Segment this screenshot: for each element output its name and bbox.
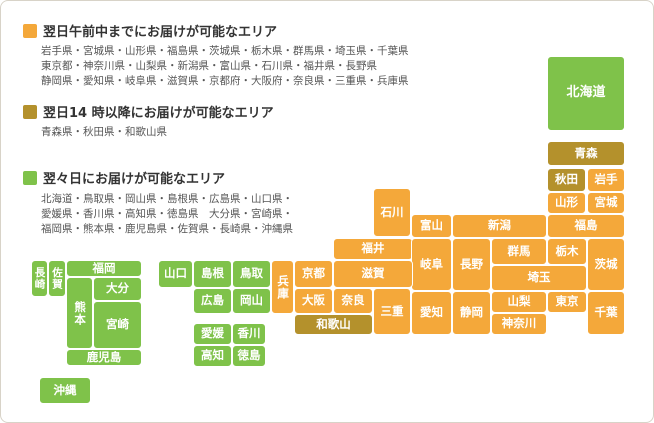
pref-tottori: 鳥取 — [232, 260, 271, 288]
legend-two-days-list: 北海道・鳥取県・岡山県・島根県・広島県・山口県・ 愛媛県・香川県・高知県・徳島県… — [41, 192, 293, 237]
pref-nagasaki: 長崎 — [31, 260, 48, 297]
pref-saitama: 埼玉 — [491, 265, 587, 291]
pref-hyogo: 兵庫 — [271, 260, 294, 314]
pref-kyoto: 京都 — [294, 260, 333, 288]
pref-yamaguchi: 山口 — [158, 260, 193, 288]
legend-next-morning-title: 翌日午前中までにお届けが可能なエリア — [43, 25, 278, 40]
pref-nara: 奈良 — [333, 288, 373, 314]
pref-shiga: 滋賀 — [333, 260, 413, 288]
legend-two-days: 翌々日にお届けが可能なエリア — [23, 168, 225, 187]
pref-aichi: 愛知 — [411, 291, 452, 335]
legend-next-morning-list: 岩手県・宮城県・山形県・福島県・茨城県・栃木県・群馬県・埼玉県・千葉県 東京都・… — [41, 44, 409, 89]
legend-line: 東京都・神奈川県・山梨県・新潟県・富山県・石川県・福井県・長野県 — [41, 60, 377, 72]
pref-hiroshima: 広島 — [193, 288, 232, 314]
legend-next-afternoon-list: 青森県・秋田県・和歌山県 — [41, 125, 167, 140]
pref-kagawa: 香川 — [232, 323, 266, 345]
pref-chiba: 千葉 — [587, 291, 625, 335]
pref-toyama: 富山 — [411, 214, 452, 238]
orange-swatch-icon — [23, 23, 37, 38]
pref-ehime: 愛媛 — [193, 323, 232, 345]
pref-fukui: 福井 — [333, 238, 413, 260]
legend-next-morning: 翌日午前中までにお届けが可能なエリア — [23, 21, 277, 40]
pref-akita: 秋田 — [547, 168, 586, 192]
pref-tochigi: 栃木 — [547, 238, 587, 265]
legend-next-afternoon-title: 翌日14 時以降にお届けが可能なエリア — [43, 106, 274, 121]
pref-tokyo: 東京 — [547, 291, 587, 313]
pref-miyagi: 宮城 — [587, 192, 625, 214]
pref-aomori: 青森 — [547, 141, 625, 166]
pref-gunma: 群馬 — [491, 238, 547, 265]
legend-line: 青森県・秋田県・和歌山県 — [41, 126, 167, 138]
legend-next-afternoon: 翌日14 時以降にお届けが可能なエリア — [23, 102, 274, 121]
pref-kanagawa: 神奈川 — [491, 313, 547, 335]
green-swatch-icon — [23, 170, 37, 185]
pref-okayama: 岡山 — [232, 288, 271, 314]
legend-line: 岩手県・宮城県・山形県・福島県・茨城県・栃木県・群馬県・埼玉県・千葉県 — [41, 45, 409, 57]
pref-kagoshima: 鹿児島 — [66, 349, 142, 366]
pref-fukushima: 福島 — [547, 214, 625, 238]
pref-miyazaki: 宮崎 — [93, 301, 142, 349]
pref-fukuoka: 福岡 — [66, 260, 142, 277]
pref-tokushima: 徳島 — [232, 345, 266, 367]
legend-line: 福岡県・熊本県・鹿児島県・佐賀県・長崎県・沖縄県 — [41, 223, 293, 235]
pref-shimane: 島根 — [193, 260, 232, 288]
legend-line: 静岡県・愛知県・岐阜県・滋賀県・京都府・大阪府・奈良県・三重県・兵庫県 — [41, 75, 409, 87]
pref-hokkaido: 北海道 — [547, 56, 625, 131]
pref-kumamoto: 熊本 — [66, 277, 93, 349]
pref-gifu: 岐阜 — [411, 238, 452, 291]
pref-wakayama: 和歌山 — [294, 314, 373, 335]
pref-oita: 大分 — [93, 277, 142, 301]
legend-line: 北海道・鳥取県・岡山県・島根県・広島県・山口県・ — [41, 193, 293, 205]
pref-niigata: 新潟 — [452, 214, 547, 238]
pref-ishikawa: 石川 — [373, 188, 411, 237]
pref-yamagata: 山形 — [547, 192, 586, 214]
legend-two-days-title: 翌々日にお届けが可能なエリア — [43, 172, 226, 187]
legend-line: 愛媛県・香川県・高知県・徳島県 大分県・宮崎県・ — [41, 208, 293, 220]
pref-ibaraki: 茨城 — [587, 238, 625, 291]
pref-osaka: 大阪 — [294, 288, 333, 314]
pref-saga: 佐賀 — [48, 260, 66, 297]
pref-yamanashi: 山梨 — [491, 291, 547, 313]
pref-mie: 三重 — [373, 288, 411, 335]
pref-okinawa: 沖縄 — [39, 377, 91, 404]
pref-nagano: 長野 — [452, 238, 491, 291]
pref-kochi: 高知 — [193, 345, 232, 367]
gold-swatch-icon — [23, 104, 37, 119]
pref-iwate: 岩手 — [587, 168, 625, 192]
pref-shizuoka: 静岡 — [452, 291, 491, 335]
